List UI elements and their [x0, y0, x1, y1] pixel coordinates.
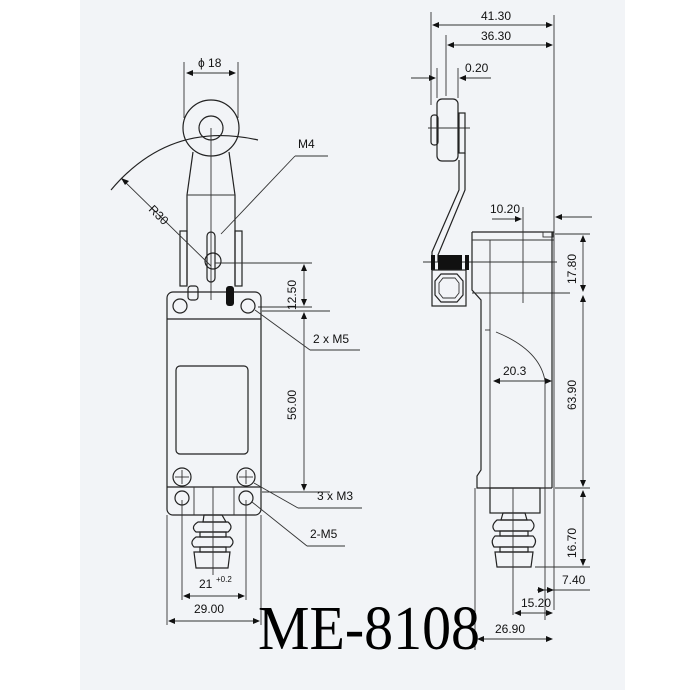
plunger-bellows-side — [491, 512, 537, 568]
plunger-offset-label: 7.40 — [562, 573, 586, 587]
side-view: 41.30 36.30 0.20 — [411, 9, 592, 650]
body-height-side-label: 63.90 — [565, 380, 579, 410]
plunger-center-label: 15.20 — [521, 596, 551, 610]
model-title: ME-8108 — [258, 595, 480, 663]
lever-offset-label: 10.20 — [490, 202, 520, 216]
lever-height-label: 12.50 — [285, 280, 299, 310]
mount-holes-bottom-label: 2-M5 — [310, 527, 338, 541]
body-width-label: 29.00 — [194, 602, 224, 616]
plunger-height-label: 16.70 — [565, 528, 579, 558]
roller-diameter-label: ϕ 18 — [198, 56, 222, 70]
screw-m4-label: M4 — [298, 137, 315, 151]
plunger-bellows — [191, 514, 234, 569]
lever-depth-label: 36.30 — [481, 29, 511, 43]
screws-bottom-label: 3 x M3 — [317, 489, 353, 503]
drawing-sheet — [80, 0, 625, 690]
roller-offset-label: 0.20 — [465, 61, 489, 75]
arc-radius-label: 20.3 — [503, 364, 527, 378]
body-height-label: 56.00 — [285, 390, 299, 420]
hole-spacing-label: 21 — [199, 577, 213, 591]
head-height-label: 17.80 — [565, 254, 579, 284]
hole-spacing-tolerance: +0.2 — [216, 575, 232, 584]
body-depth-label: 26.90 — [495, 622, 525, 636]
front-view: ϕ 18 R30 M4 12.50 — [110, 56, 362, 625]
overall-depth-label: 41.30 — [481, 9, 511, 23]
mount-holes-top-label: 2 x M5 — [313, 332, 349, 346]
